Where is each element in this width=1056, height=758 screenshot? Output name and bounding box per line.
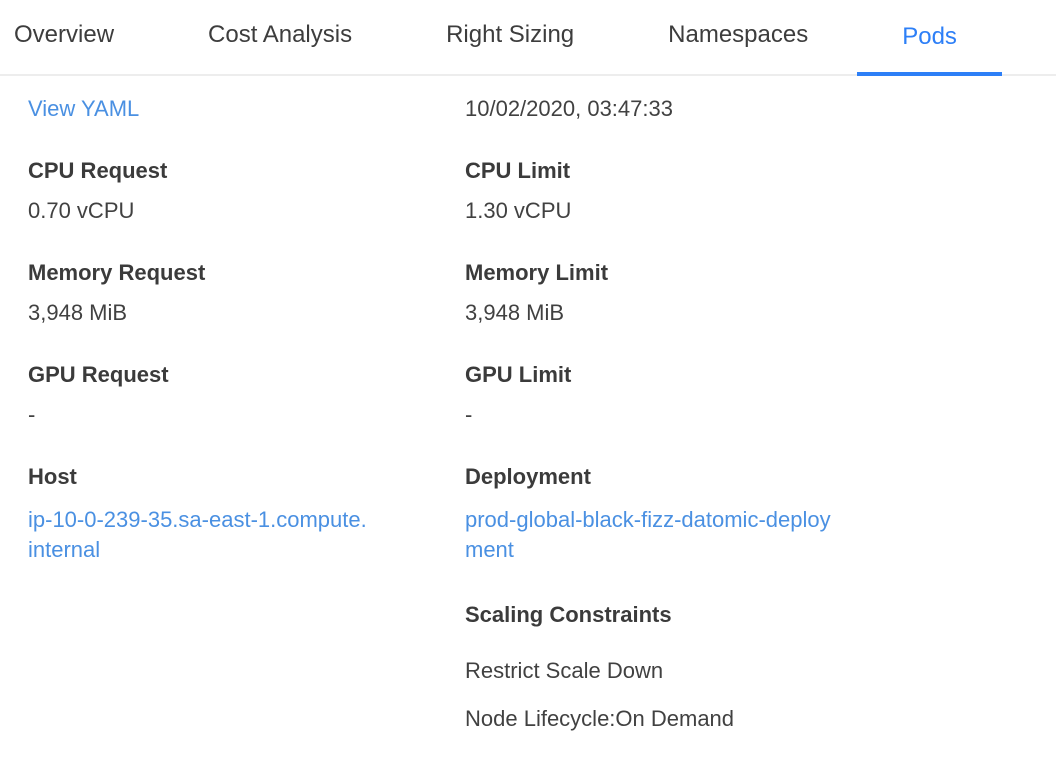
scaling-constraints-heading: Scaling Constraints xyxy=(465,602,672,627)
gpu-request-label: GPU Request xyxy=(28,362,169,387)
cpu-request-field: CPU Request 0.70 vCPU xyxy=(28,159,465,223)
tab-bar: Overview Cost Analysis Right Sizing Name… xyxy=(0,0,1056,76)
gpu-request-field: GPU Request - xyxy=(28,363,465,427)
tab-right-sizing[interactable]: Right Sizing xyxy=(446,21,575,48)
tab-overview[interactable]: Overview xyxy=(14,21,115,48)
memory-request-label: Memory Request xyxy=(28,260,206,285)
view-yaml-link[interactable]: View YAML xyxy=(28,96,140,121)
pod-detail-panel: View YAML CPU Request 0.70 vCPU Memory R… xyxy=(0,76,1056,753)
cpu-request-label: CPU Request xyxy=(28,158,168,183)
scaling-item-node-lifecycle: Node Lifecycle:On Demand xyxy=(465,706,735,731)
deployment-label: Deployment xyxy=(465,464,591,489)
scaling-item-restrict-scale-down: Restrict Scale Down xyxy=(465,658,664,683)
gpu-limit-field: GPU Limit - xyxy=(465,363,1036,427)
memory-limit-label: Memory Limit xyxy=(465,260,609,285)
cpu-request-value: 0.70 vCPU xyxy=(28,198,135,223)
memory-limit-field: Memory Limit 3,948 MiB xyxy=(465,261,1036,325)
memory-request-field: Memory Request 3,948 MiB xyxy=(28,261,465,325)
memory-limit-value: 3,948 MiB xyxy=(465,300,565,325)
scaling-constraints-section: Scaling Constraints Restrict Scale Down … xyxy=(465,603,1036,733)
timestamp-row: 10/02/2020, 03:47:33 xyxy=(465,97,1036,121)
host-label: Host xyxy=(28,464,77,489)
cpu-limit-field: CPU Limit 1.30 vCPU xyxy=(465,159,1036,223)
tab-cost-analysis[interactable]: Cost Analysis xyxy=(208,21,353,48)
gpu-limit-value: - xyxy=(465,402,473,427)
deployment-link[interactable]: prod-global-black-fizz-datomic-deploymen… xyxy=(465,507,831,562)
view-yaml-row: View YAML xyxy=(28,97,465,121)
deployment-field: Deployment prod-global-black-fizz-datomi… xyxy=(465,465,1036,565)
timestamp: 10/02/2020, 03:47:33 xyxy=(465,96,673,121)
gpu-request-value: - xyxy=(28,402,36,427)
memory-request-value: 3,948 MiB xyxy=(28,300,128,325)
host-field: Host ip-10-0-239-35.sa-east-1.compute.in… xyxy=(28,465,465,565)
cpu-limit-value: 1.30 vCPU xyxy=(465,198,572,223)
gpu-limit-label: GPU Limit xyxy=(465,362,572,387)
detail-left-column: View YAML CPU Request 0.70 vCPU Memory R… xyxy=(28,97,465,753)
tab-namespaces[interactable]: Namespaces xyxy=(668,21,809,48)
cpu-limit-label: CPU Limit xyxy=(465,158,571,183)
host-link[interactable]: ip-10-0-239-35.sa-east-1.compute.interna… xyxy=(28,507,367,562)
tab-pods[interactable]: Pods xyxy=(857,2,1002,76)
detail-right-column: 10/02/2020, 03:47:33 CPU Limit 1.30 vCPU… xyxy=(465,97,1036,753)
